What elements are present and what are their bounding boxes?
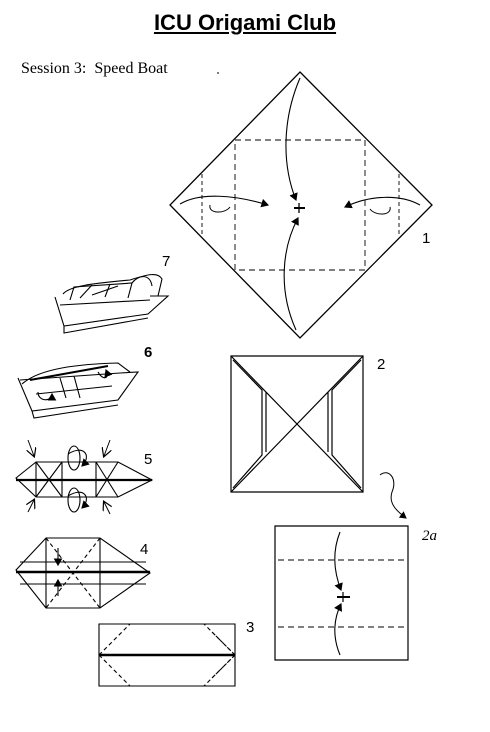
step-1-top-fold-arrow	[286, 78, 300, 202]
step-1-right-fold-arrow	[344, 197, 420, 209]
step-3-diagram	[99, 624, 235, 686]
step-5-number: 5	[144, 451, 153, 468]
step-4-number: 4	[140, 541, 149, 558]
step-1-left-fold-arrow	[180, 196, 270, 208]
step-7-boat	[55, 275, 168, 333]
step-5-diagram	[16, 440, 152, 514]
step-6-number: 6	[144, 344, 153, 361]
step-1-paper-outline	[170, 72, 432, 338]
step-1-dashed-square	[235, 140, 365, 270]
step-1-diagram	[170, 72, 432, 338]
step-3-number: 3	[246, 619, 255, 636]
step-4-diagram	[16, 538, 150, 608]
step-2a-diagram	[275, 526, 408, 660]
step-2-number: 2	[377, 356, 386, 373]
step-2-diagram	[231, 356, 363, 492]
session-heading: Session 3: Speed Boat	[21, 60, 168, 77]
step-7-number: 7	[162, 253, 171, 270]
page-title: ICU Origami Club	[153, 10, 337, 35]
step-1-bottom-fold-arrow	[284, 217, 299, 330]
step-1-number: 1	[422, 230, 431, 247]
step-2a-number: 2a	[422, 528, 437, 544]
step-6-boat	[18, 363, 138, 418]
turn-over-arrow	[380, 473, 407, 519]
